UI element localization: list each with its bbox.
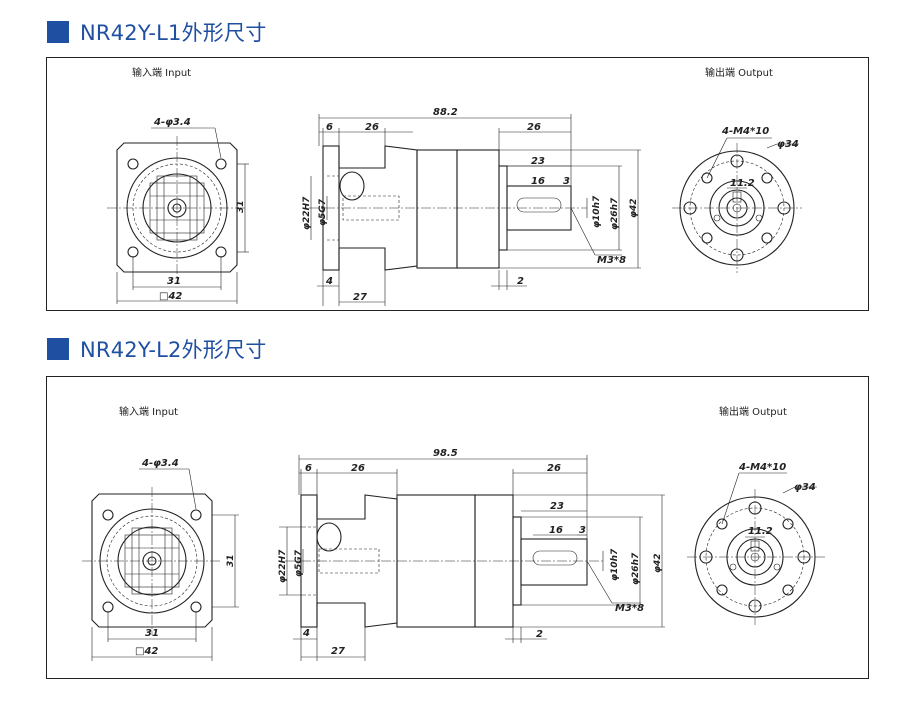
spigot-26-dim: φ26h7 bbox=[631, 552, 641, 585]
section-title: NR42Y-L2外形尺寸 bbox=[80, 338, 267, 362]
bore-22-dim: φ22H7 bbox=[278, 549, 288, 583]
output-end-view: 4-M4*10 φ34 11.2 bbox=[687, 462, 825, 625]
input-end-view: 4-φ3.4 31 31 □42 bbox=[107, 117, 249, 304]
holes-out-dim: 4-M4*10 bbox=[738, 462, 786, 473]
key-3-dim: 3 bbox=[579, 525, 586, 536]
input-label: 输入端 Input bbox=[119, 405, 178, 418]
dim-4: 4 bbox=[302, 628, 310, 639]
total-len-dim: 98.5 bbox=[433, 448, 458, 459]
bore-5-dim: φ5G7 bbox=[294, 549, 304, 577]
section-heading-l1: NR42Y-L1外形尺寸 bbox=[47, 17, 266, 47]
side-view: 98.5 6 26 26 23 16 3 φ22H7 φ5G7 φ10h7 φ2… bbox=[278, 448, 665, 661]
thread-dim: M3*8 bbox=[615, 603, 644, 614]
input-label: 输入端 Input bbox=[132, 66, 191, 79]
key-16-dim: 16 bbox=[531, 176, 545, 187]
dim-27: 27 bbox=[353, 292, 367, 303]
key-h-dim: 11.2 bbox=[748, 526, 773, 537]
holes-in-dim: 4-φ3.4 bbox=[141, 458, 179, 469]
pcd-in-h-dim: 31 bbox=[145, 628, 159, 639]
section-heading-l2: NR42Y-L2外形尺寸 bbox=[47, 334, 266, 364]
pcd-out-dim: φ34 bbox=[794, 482, 816, 493]
drawing-l2: 输入端 Input 输出端 Output 4-φ3.4 31 31 bbox=[82, 405, 825, 661]
key-16-dim: 16 bbox=[549, 525, 563, 536]
dim-2: 2 bbox=[536, 629, 543, 640]
output-label: 输出端 Output bbox=[705, 66, 773, 79]
body-42-dim: φ42 bbox=[653, 553, 663, 573]
drawing-panel-l2: 输入端 Input 输出端 Output 4-φ3.4 31 31 bbox=[46, 376, 869, 679]
holes-out-dim: 4-M4*10 bbox=[721, 126, 769, 137]
bore-22-dim: φ22H7 bbox=[302, 196, 312, 230]
heading-square-icon bbox=[47, 338, 69, 360]
total-len-dim: 88.2 bbox=[433, 107, 458, 118]
square-dim: □42 bbox=[159, 291, 182, 302]
flange-t-dim: 6 bbox=[305, 463, 312, 474]
body-42-dim: φ42 bbox=[629, 198, 639, 218]
bore-5-dim: φ5G7 bbox=[318, 198, 328, 226]
thread-dim: M3*8 bbox=[597, 255, 626, 266]
pcd-out-dim: φ34 bbox=[777, 139, 799, 150]
in-body-dim: 26 bbox=[351, 463, 365, 474]
dim-2: 2 bbox=[517, 276, 524, 287]
side-view: 88.2 6 26 26 23 16 3 φ22H7 φ5G7 φ10h7 φ2… bbox=[302, 107, 641, 306]
square-dim: □42 bbox=[135, 646, 158, 657]
dim-27: 27 bbox=[331, 646, 345, 657]
in-body-dim: 26 bbox=[365, 122, 379, 133]
input-end-view: 4-φ3.4 31 31 □42 bbox=[82, 458, 239, 661]
section-title: NR42Y-L1外形尺寸 bbox=[80, 21, 267, 45]
heading-square-icon bbox=[47, 21, 69, 43]
dim-4: 4 bbox=[325, 276, 333, 287]
flange-t-dim: 6 bbox=[326, 122, 333, 133]
shaft-23-dim: 23 bbox=[550, 501, 564, 512]
shaft-23-dim: 23 bbox=[531, 156, 545, 167]
drawing-l1: 输入端 Input 输出端 Output 4-φ3.4 31 31 bbox=[107, 66, 802, 306]
pcd-in-v-dim: 31 bbox=[226, 554, 236, 567]
shaft-10-dim: φ10h7 bbox=[610, 548, 620, 581]
shaft-len-dim: 26 bbox=[547, 463, 561, 474]
spigot-26-dim: φ26h7 bbox=[610, 197, 620, 230]
key-h-dim: 11.2 bbox=[730, 178, 755, 189]
shaft-10-dim: φ10h7 bbox=[592, 195, 602, 228]
key-3-dim: 3 bbox=[563, 176, 570, 187]
output-label: 输出端 Output bbox=[719, 405, 787, 418]
pcd-in-v-dim: 31 bbox=[236, 200, 246, 213]
shaft-len-dim: 26 bbox=[527, 122, 541, 133]
output-end-view: 4-M4*10 φ34 11.2 bbox=[672, 126, 802, 273]
drawing-panel-l1: 输入端 Input 输出端 Output 4-φ3.4 31 31 bbox=[46, 57, 869, 311]
pcd-in-h-dim: 31 bbox=[167, 276, 181, 287]
holes-in-dim: 4-φ3.4 bbox=[153, 117, 191, 128]
